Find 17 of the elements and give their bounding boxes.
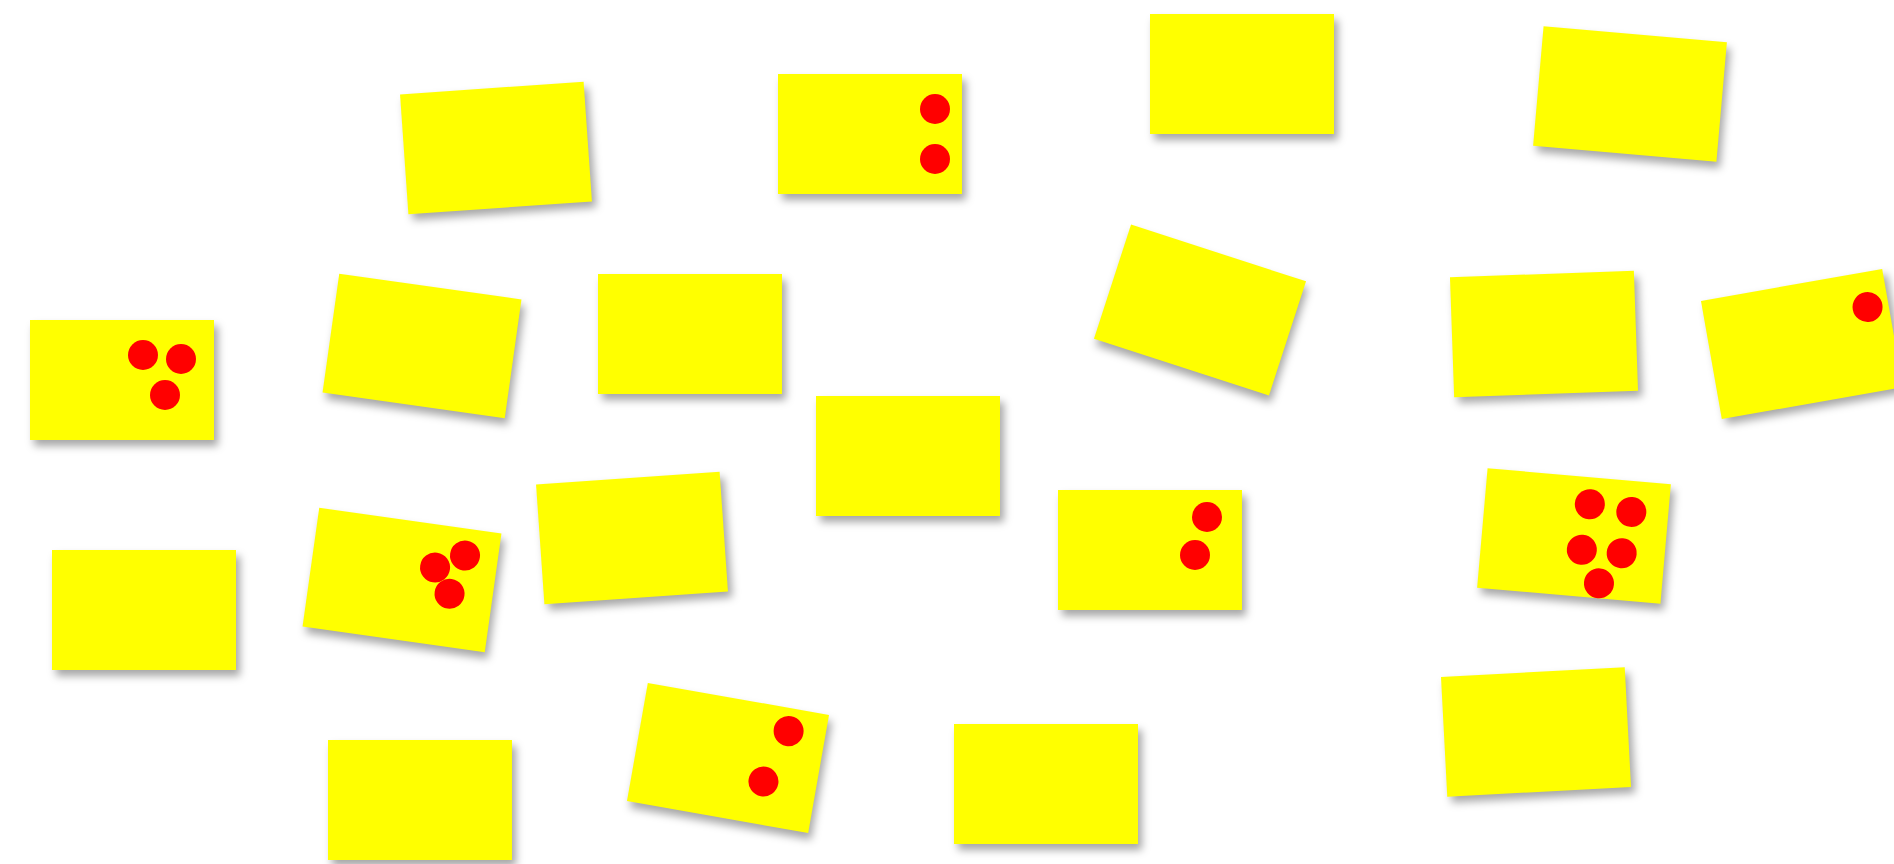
sticky-note [328, 740, 512, 860]
sticky-note [1449, 270, 1639, 398]
sticky-note [400, 81, 592, 215]
sticky-note [816, 396, 1000, 516]
sticky-note [322, 273, 522, 419]
sticky-note [1533, 26, 1727, 162]
sticky-note [1477, 468, 1671, 604]
sticky-note [1441, 667, 1631, 797]
sticky-note [52, 550, 236, 670]
sticky-note [778, 74, 962, 194]
sticky-note [302, 507, 502, 653]
sticky-note [1058, 490, 1242, 610]
sticky-note [954, 724, 1138, 844]
sticky-note [598, 274, 782, 394]
sticky-note [30, 320, 214, 440]
sticky-note [536, 471, 728, 605]
sticky-note [1150, 14, 1334, 134]
